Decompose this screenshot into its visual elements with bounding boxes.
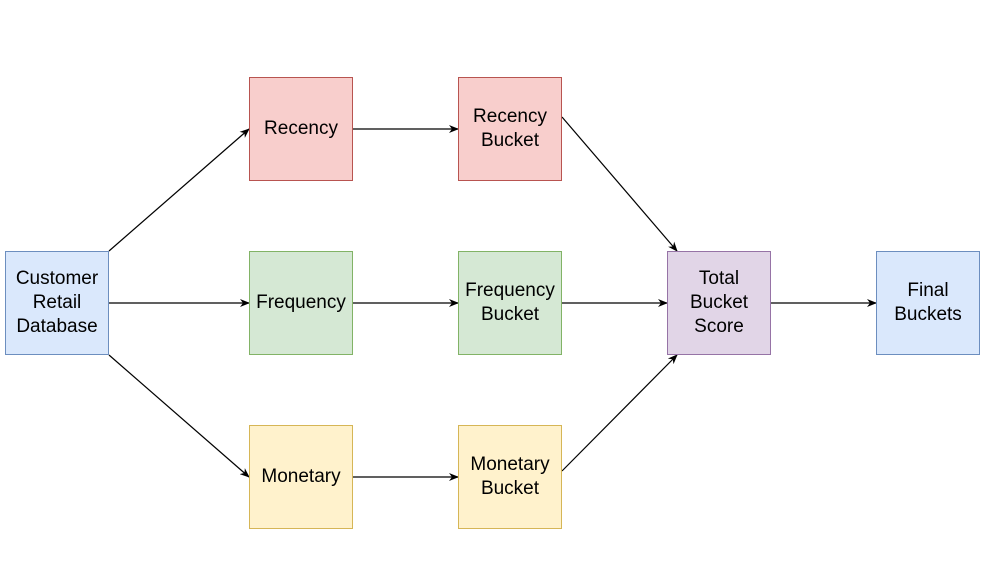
edge-group <box>108 116 877 481</box>
edge-monetary-bucket-to-total-score <box>561 354 678 472</box>
recency-node[interactable]: Recency <box>249 77 353 181</box>
recency-bucket-node[interactable]: Recency Bucket <box>458 77 562 181</box>
final-buckets-node[interactable]: Final Buckets <box>876 251 980 355</box>
frequency-bucket-node[interactable]: Frequency Bucket <box>458 251 562 355</box>
edge-customer-to-recency <box>108 128 250 252</box>
edge-customer-to-monetary <box>108 354 250 478</box>
frequency-node[interactable]: Frequency <box>249 251 353 355</box>
monetary-node[interactable]: Monetary <box>249 425 353 529</box>
total-bucket-score-node[interactable]: Total Bucket Score <box>667 251 771 355</box>
customer-retail-database-node[interactable]: Customer Retail Database <box>5 251 109 355</box>
edge-recency-bucket-to-total-score <box>561 116 678 252</box>
monetary-bucket-node[interactable]: Monetary Bucket <box>458 425 562 529</box>
